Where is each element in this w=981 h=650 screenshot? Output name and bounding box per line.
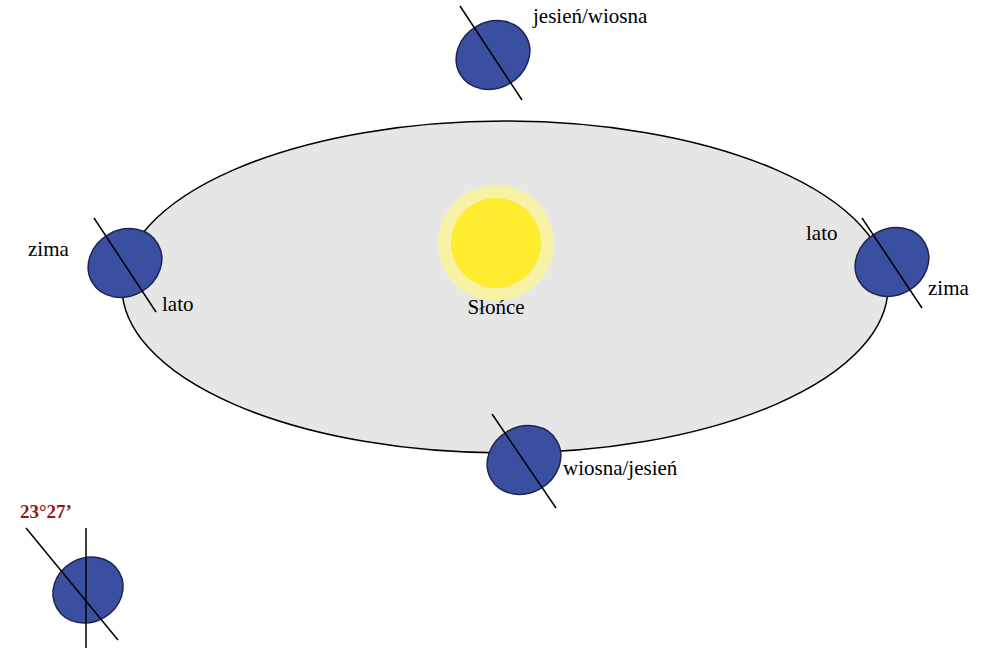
tilt-angle: 23°27’	[20, 500, 72, 524]
sun: Słońce	[436, 183, 556, 329]
season-label: lato	[162, 292, 194, 316]
sun-label: Słońce	[436, 295, 556, 319]
earth	[444, 6, 543, 103]
season-label: wiosna/jesień	[563, 456, 677, 480]
earth	[76, 215, 175, 312]
orbit	[122, 121, 888, 453]
sun-disc	[436, 183, 556, 303]
season-label: zima	[928, 276, 969, 300]
earth-tilt	[26, 528, 135, 648]
season-label: zima	[28, 237, 69, 261]
season-label: jesień/wiosna	[533, 4, 647, 28]
earth	[843, 214, 942, 309]
season-label: lato	[806, 221, 838, 245]
earth	[475, 412, 574, 508]
